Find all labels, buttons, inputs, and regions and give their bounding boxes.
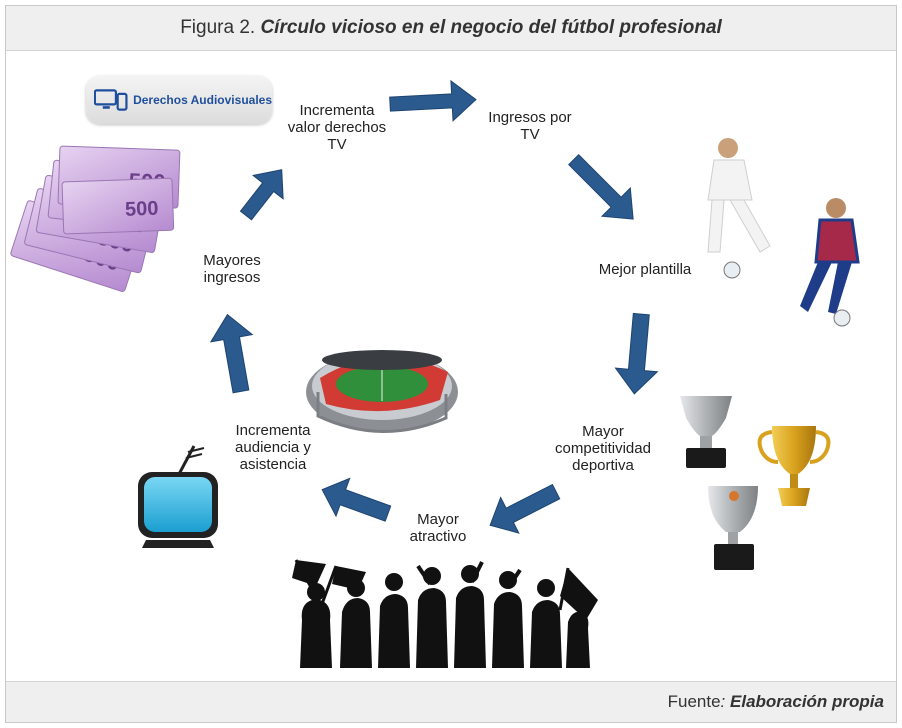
arrow-2: [568, 154, 634, 220]
step-line: asistencia: [239, 456, 307, 473]
figure-header: Figura 2. Círculo vicioso en el negocio …: [6, 6, 896, 51]
step-ingresos-tv: Ingresos por TV: [474, 109, 586, 143]
step-line: Mejor plantilla: [598, 261, 692, 278]
step-line: audiencia y: [235, 439, 311, 456]
banknotes-icon: 500 500 500 500 500 500: [10, 145, 181, 292]
step-line: valor derechos: [287, 119, 387, 136]
source-colon: :: [720, 692, 726, 711]
source-text: Elaboración propia: [730, 692, 884, 711]
source-prefix: Fuente: [667, 692, 721, 711]
crowd-icon: [292, 559, 598, 668]
step-line: competitividad: [555, 440, 651, 457]
step-line: TV: [327, 136, 347, 153]
figure-number: Figura 2.: [180, 17, 256, 38]
trophy-icon: [680, 396, 831, 570]
arrow-6: [209, 313, 254, 394]
step-competitividad: Mayor competitividad deportiva: [540, 423, 666, 474]
stadium-icon: [306, 350, 458, 433]
figure-footer: Fuente: Elaboración propia: [6, 681, 896, 722]
tv-icon: [138, 445, 218, 548]
figure-frame: Figura 2. Círculo vicioso en el negocio …: [5, 5, 897, 723]
step-mayor-atractivo: Mayor atractivo: [396, 511, 480, 545]
step-line: TV: [520, 126, 540, 143]
step-line: Ingresos por: [488, 109, 572, 126]
arrow-5: [321, 477, 392, 522]
badge-label: Derechos Audiovisuales: [133, 93, 272, 107]
step-line: Incrementa: [299, 102, 375, 119]
figure-title: Círculo vicioso en el negocio del fútbol…: [260, 17, 722, 38]
audiovisual-rights-badge: Derechos Audiovisuales: [86, 76, 272, 124]
arrow-4: [489, 483, 561, 534]
players-icon: [707, 138, 860, 327]
arrow-1: [389, 79, 477, 122]
step-incrementa-valor: Incrementa valor derechos TV: [272, 102, 402, 153]
step-line: Mayores: [203, 252, 261, 269]
step-line: atractivo: [409, 528, 467, 545]
step-line: ingresos: [203, 269, 261, 286]
banknote-value: 500: [125, 198, 159, 221]
step-mayores-ingresos: Mayores ingresos: [190, 252, 274, 286]
arrow-7: [239, 169, 284, 221]
step-line: Mayor: [417, 511, 459, 528]
devices-icon: [94, 89, 128, 111]
arrow-3: [614, 312, 659, 395]
step-line: deportiva: [572, 457, 634, 474]
step-audiencia: Incrementa audiencia y asistencia: [222, 422, 324, 473]
step-line: Mayor: [582, 423, 624, 440]
step-line: Incrementa: [235, 422, 311, 439]
step-mejor-plantilla: Mejor plantilla: [584, 261, 706, 278]
